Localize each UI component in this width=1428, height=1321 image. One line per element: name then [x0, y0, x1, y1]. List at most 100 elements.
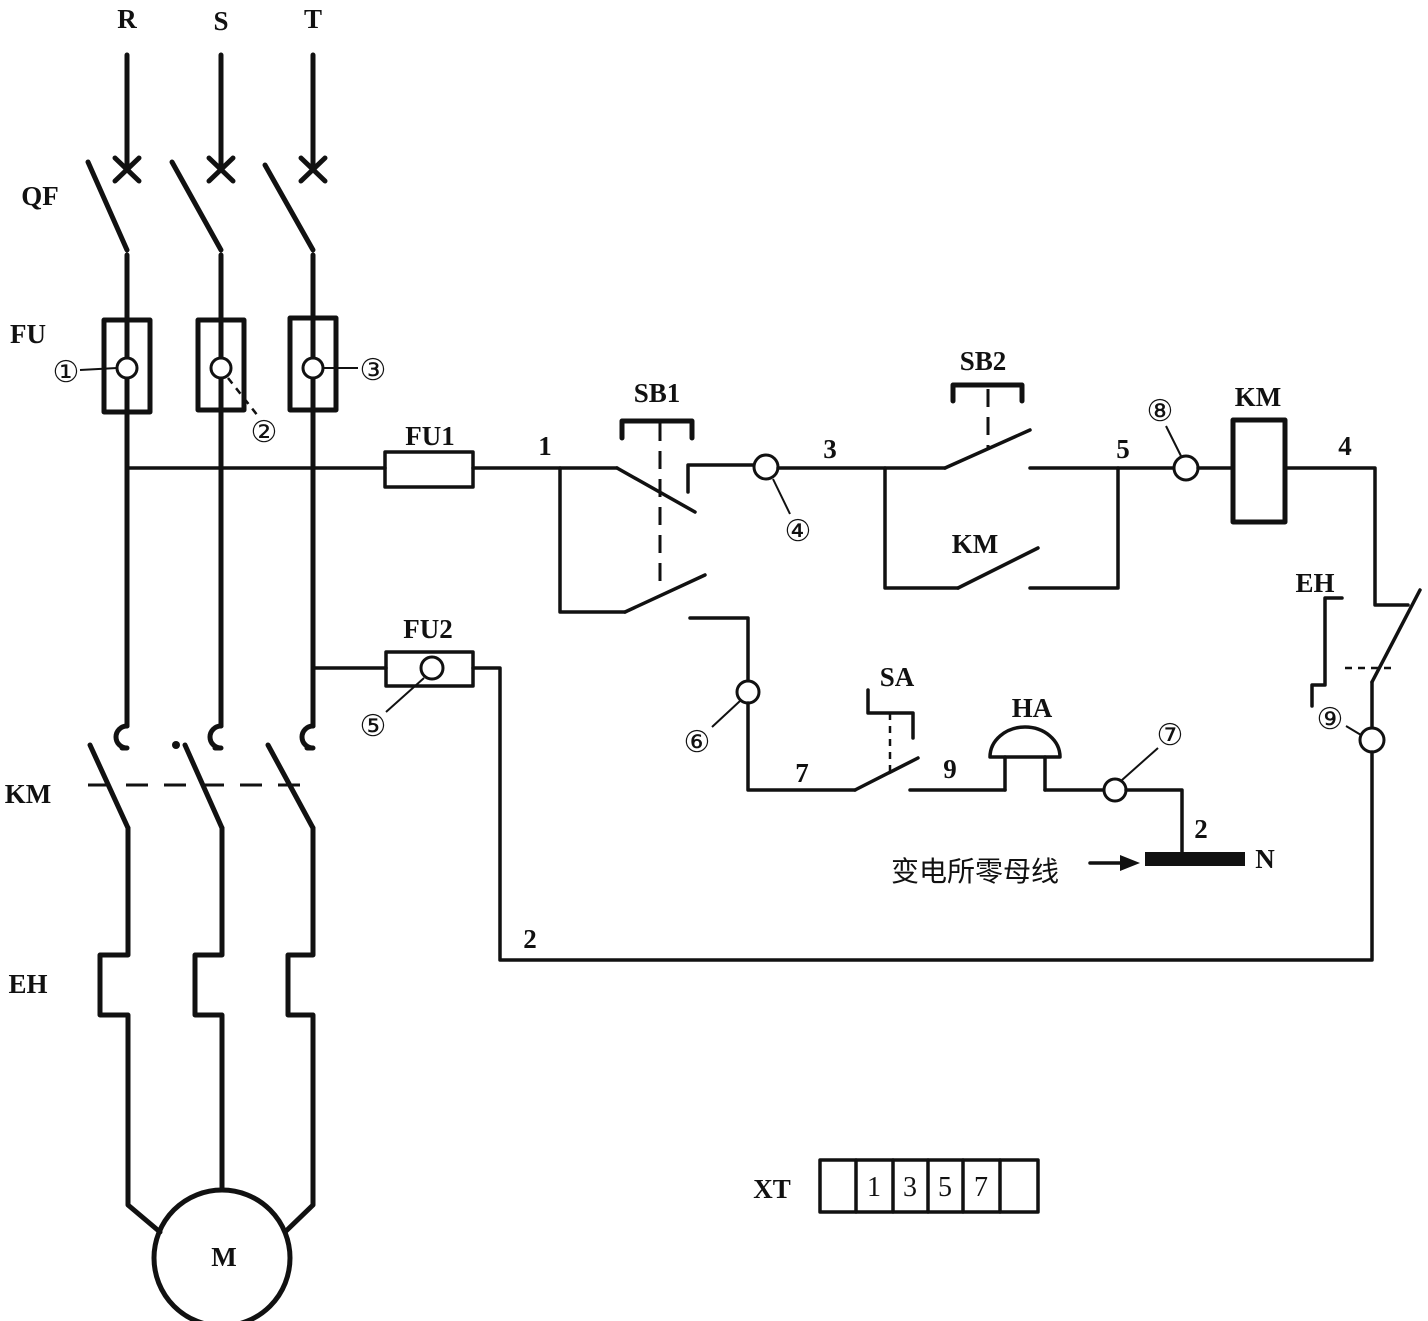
fu-fuse-s: [195, 317, 247, 413]
fu-fuse-r: [101, 317, 153, 415]
sa-label: SA: [880, 662, 915, 692]
xt-cell-3: 3: [903, 1172, 917, 1203]
sb1-label: SB1: [634, 378, 681, 408]
sb2-button-head: [950, 382, 1025, 404]
km-coil-label: KM: [1235, 382, 1282, 412]
phase-r-line: [85, 52, 163, 1235]
wire-3-label: 3: [823, 434, 837, 464]
sb2-label: SB2: [960, 346, 1007, 376]
wire-7: [746, 701, 857, 792]
km-aux-blade: [956, 546, 1040, 590]
eh-nc-blade: [1370, 588, 1422, 684]
sb1-no-fixed-contact: [688, 616, 750, 683]
terminal-7-node: [1102, 777, 1128, 803]
wire-2-return-label: 2: [523, 924, 537, 954]
sb1-nc-blade: [615, 466, 697, 514]
terminal-9-leader: [1345, 725, 1362, 736]
km-coil: [1230, 417, 1288, 525]
ha-bell-dome: [988, 725, 1062, 759]
sb1-no-feed: [558, 466, 627, 614]
neutral-label: N: [1255, 844, 1275, 874]
fu2-label: FU2: [403, 614, 453, 644]
km-main-terminal-t: [299, 723, 316, 751]
wire-1-label: 1: [538, 431, 552, 461]
phase-s-label: S: [213, 6, 228, 36]
xt-label: XT: [753, 1174, 791, 1204]
phase-s-cross-b: [206, 155, 236, 184]
qf-blade-s: [169, 159, 224, 253]
busbar-caption: 变电所零母线: [891, 855, 1059, 888]
terminal-1-leader: [79, 367, 118, 371]
terminal-9-node: [1358, 726, 1386, 754]
terminal-6-leader: [711, 700, 741, 728]
phase-t-line: [262, 52, 339, 1235]
wire-2-return: [471, 666, 1374, 962]
wire-4-label: 4: [1338, 431, 1352, 461]
terminal-4-node: [752, 453, 780, 481]
xt-terminal-block: 1 3 5 7: [818, 1158, 1040, 1214]
terminal-1-node: [115, 356, 139, 380]
eh-heater-r: [97, 825, 163, 1235]
qf-label: QF: [21, 181, 59, 211]
motor-symbol: [151, 1187, 293, 1321]
terminal-3-node: [301, 356, 325, 380]
qf-blade-t: [262, 162, 316, 253]
km-main-pivot-s: [172, 741, 180, 749]
km-main-label: KM: [5, 779, 52, 809]
km-main-terminal-r: [113, 723, 130, 751]
ha-label: HA: [1012, 693, 1053, 723]
wire-2-neutral: [1124, 788, 1184, 855]
terminal-3-label: ③: [360, 353, 387, 388]
terminal-4-label: ④: [785, 514, 812, 549]
terminal-1-label: ①: [53, 355, 80, 390]
km-aux-feed: [883, 466, 960, 590]
fu1-fuse: [383, 450, 475, 489]
busbar-arrow-head: [1120, 855, 1140, 871]
eh-heater-t: [282, 825, 316, 1235]
eh-thermal-symbol: [1310, 596, 1344, 708]
motor-label: M: [211, 1242, 236, 1272]
wire-7-label: 7: [795, 758, 809, 788]
terminal-5-node: [419, 655, 445, 681]
phase-s-line: [169, 52, 247, 1193]
terminal-7-label: ⑦: [1157, 718, 1184, 753]
phase-r-label: R: [117, 4, 137, 34]
phase-t-label: T: [304, 4, 322, 34]
phase-r-cross-b: [112, 155, 142, 184]
km-aux-return: [1028, 466, 1120, 590]
wire-4: [1283, 466, 1410, 607]
terminal-7-leader: [1121, 747, 1159, 781]
sb1-no-blade: [623, 573, 707, 614]
xt-cell-5: 5: [938, 1172, 952, 1203]
sb2-no-blade: [943, 428, 1032, 470]
sb1-nc-fixed-contact: [686, 463, 756, 494]
terminal-2-label: ②: [251, 415, 278, 450]
terminal-6-label: ⑥: [684, 725, 711, 760]
terminal-4-leader: [772, 478, 791, 515]
neutral-busbar: [1145, 852, 1245, 866]
km-main-terminal-s: [207, 723, 224, 751]
sb1-button-head: [619, 418, 695, 441]
terminal-5-leader: [385, 677, 425, 713]
terminal-8-leader: [1165, 425, 1182, 457]
terminal-8-label: ⑧: [1147, 394, 1174, 429]
terminal-9-label: ⑨: [1317, 702, 1344, 737]
wire-5-label: 5: [1116, 434, 1130, 464]
fu-label: FU: [10, 319, 46, 349]
km-aux-label: KM: [952, 529, 999, 559]
wire-9-label: 9: [943, 754, 957, 784]
qf-blade-r: [85, 159, 130, 253]
sa-contact-blade: [853, 756, 920, 792]
xt-cell-7: 7: [974, 1172, 988, 1203]
xt-cell-1: 1: [867, 1172, 881, 1203]
terminal-6-node: [735, 679, 761, 705]
terminal-2-leader: [227, 377, 259, 417]
terminal-8-node: [1172, 454, 1200, 482]
eh-main-label: EH: [8, 969, 47, 999]
eh-heater-s: [192, 825, 225, 1193]
wire-2-neutral-label: 2: [1194, 814, 1208, 844]
terminal-2-node: [209, 356, 233, 380]
fu-fuse-t: [287, 315, 339, 413]
phase-t-cross-b: [298, 155, 328, 184]
